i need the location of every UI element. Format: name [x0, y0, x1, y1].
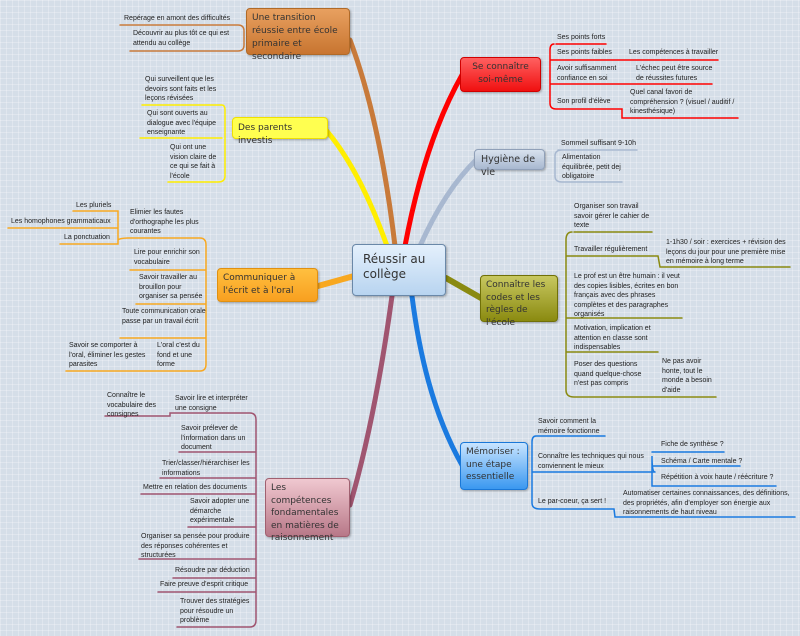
- leaf-text[interactable]: Répétition à voix haute / réécriture ?: [661, 474, 774, 481]
- leaf-text[interactable]: Qui ont une vision claire de ce qui se f…: [170, 144, 217, 180]
- leaf-text[interactable]: Le prof est un être humain : il veut des…: [574, 273, 680, 318]
- branch-hygiene[interactable]: Hygiène de vie: [474, 149, 545, 178]
- leaf-text[interactable]: Motivation, implication et attention en …: [574, 325, 651, 351]
- central-topic-label: Réussir au collège: [363, 252, 426, 281]
- branch-competences[interactable]: Les compétences fondamentales en matière…: [265, 478, 350, 543]
- leaf-text[interactable]: Organiser sa pensée pour produire des ré…: [141, 533, 250, 559]
- leaf-text[interactable]: La ponctuation: [64, 234, 110, 241]
- branch-label: Connaître les codes et les règles de l'é…: [486, 280, 546, 328]
- leaf-text[interactable]: Résoudre par déduction: [175, 567, 250, 574]
- leaf-text[interactable]: Ne pas avoir honte, tout le monde a beso…: [662, 358, 712, 394]
- leaf-text[interactable]: Organiser son travail savoir gérer le ca…: [574, 203, 650, 229]
- branch-transition[interactable]: Une transition réussie entre école prima…: [246, 8, 350, 62]
- leaf-text[interactable]: Qui surveillent que les devoirs sont fai…: [145, 76, 217, 102]
- central-topic[interactable]: Réussir au collège: [352, 244, 446, 296]
- leaf-text[interactable]: Savoir lire et interpréter une consigne: [175, 395, 248, 412]
- branch-label: Se connaître soi-même: [472, 62, 529, 85]
- leaf-text[interactable]: Découvrir au plus tôt ce qui est attendu…: [133, 30, 230, 47]
- leaf-text[interactable]: Faire preuve d'esprit critique: [160, 581, 249, 588]
- leaf-text[interactable]: Lire pour enrichir son vocabulaire: [134, 249, 200, 266]
- branch-label: Les compétences fondamentales en matière…: [271, 483, 339, 543]
- branch-communiquer[interactable]: Communiquer à l'écrit et à l'oral: [217, 268, 318, 302]
- branch-parents[interactable]: Des parents investis: [232, 117, 328, 146]
- leaf-text[interactable]: Savoir se comporter à l'oral, éliminer l…: [69, 342, 146, 368]
- leaf-text[interactable]: Les compétences à travailler: [629, 49, 719, 56]
- branch-memoriser[interactable]: Mémoriser : une étape essentielle: [460, 442, 528, 490]
- leaf-text[interactable]: Son profil d'élève: [557, 98, 611, 105]
- leaf-text[interactable]: Schéma / Carte mentale ?: [661, 458, 743, 465]
- leaf-text[interactable]: Ses points faibles: [557, 49, 612, 56]
- leaf-text[interactable]: Poser des questions quand quelque-chose …: [574, 361, 642, 387]
- leaf-text[interactable]: Sommeil suffisant 9-10h: [561, 140, 636, 147]
- leaf-text[interactable]: L'échec peut être source de réussites fu…: [636, 65, 713, 82]
- leaf-text[interactable]: Les pluriels: [76, 202, 112, 209]
- branch-label: Mémoriser : une étape essentielle: [466, 447, 520, 482]
- leaf-text[interactable]: Connaître les techniques qui nous convie…: [538, 453, 644, 470]
- branch-label: Communiquer à l'écrit et à l'oral: [223, 273, 296, 296]
- leaf-text[interactable]: L'oral c'est du fond et une forme: [157, 342, 200, 368]
- leaf-text[interactable]: Toute communication orale passe par un t…: [122, 308, 206, 325]
- leaf-text[interactable]: Automatiser certaines connaissances, des…: [623, 490, 790, 516]
- leaf-text[interactable]: Mettre en relation des documents: [143, 484, 247, 491]
- leaf-text[interactable]: Qui sont ouverts au dialogue avec l'équi…: [147, 110, 217, 136]
- branch-codes[interactable]: Connaître les codes et les règles de l'é…: [480, 275, 558, 328]
- leaf-text[interactable]: Alimentation équilibrée, petit dej oblig…: [562, 154, 621, 180]
- leaf-text[interactable]: Trier/classer/hiérarchiser les informati…: [162, 460, 250, 477]
- leaf-text[interactable]: Les homophones grammaticaux: [11, 218, 111, 225]
- leaf-text[interactable]: Le par-coeur, ça sert !: [538, 498, 607, 505]
- leaf-text[interactable]: Savoir prélever de l'information dans un…: [181, 425, 246, 451]
- leaf-text[interactable]: Connaître le vocabulaire des consignes: [107, 392, 157, 418]
- leaf-text[interactable]: Elimier les fautes d'orthographe les plu…: [130, 209, 199, 235]
- branch-label: Une transition réussie entre école prima…: [252, 13, 338, 62]
- branch-label: Hygiène de vie: [481, 154, 536, 178]
- leaf-text[interactable]: Savoir adopter une démarche expérimental…: [190, 498, 250, 524]
- leaf-text[interactable]: Travailler régulièrement: [574, 246, 648, 253]
- branch-label: Des parents investis: [238, 123, 293, 146]
- leaf-text[interactable]: Fiche de synthèse ?: [661, 441, 724, 448]
- leaf-text[interactable]: Savoir travailler au brouillon pour orga…: [139, 274, 203, 300]
- leaf-text[interactable]: Avoir suffisamment confiance en soi: [557, 65, 617, 82]
- branch-soi[interactable]: Se connaître soi-même: [460, 57, 541, 92]
- leaf-text[interactable]: Repérage en amont des difficultés: [124, 15, 231, 22]
- leaf-text[interactable]: Trouver des stratégies pour résoudre un …: [180, 598, 250, 624]
- leaf-text[interactable]: 1-1h30 / soir : exercices + révision des…: [666, 239, 786, 265]
- leaf-text[interactable]: Quel canal favori de compréhension ? (vi…: [630, 89, 735, 115]
- leaf-text[interactable]: Ses points forts: [557, 34, 606, 41]
- leaf-text[interactable]: Savoir comment la mémoire fonctionne: [538, 418, 600, 435]
